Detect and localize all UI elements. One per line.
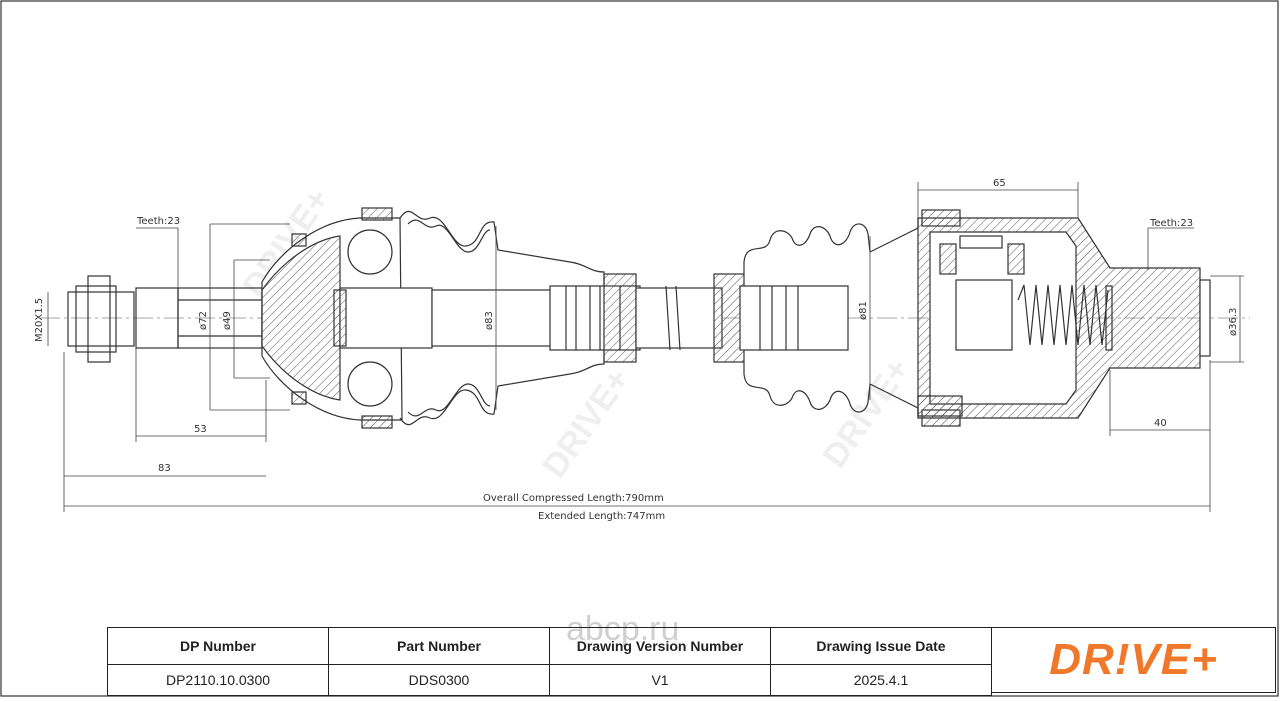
brand-logo-box: DR!VE+ [992, 627, 1276, 693]
value-version: V1 [549, 664, 771, 696]
brand-logo: DR!VE+ [1049, 635, 1218, 684]
dim-53-label: 53 [194, 424, 207, 435]
teeth-left-label: Teeth:23 [136, 216, 180, 227]
outer-cv-joint [261, 207, 433, 429]
dia-81-label: ø81 [858, 301, 869, 320]
value-dp-number: DP2110.10.0300 [107, 664, 329, 696]
overall-length-label: Overall Compressed Length:790mm [483, 493, 664, 504]
title-block-value-row: DP2110.10.0300 DDS0300 V1 2025.4.1 [107, 664, 992, 696]
dim-83-label: 83 [158, 463, 171, 474]
inner-boot [743, 218, 919, 418]
middle-shaft [431, 273, 849, 363]
header-dp-number: DP Number [107, 627, 329, 665]
dia-36-label: ø36.3 [1228, 308, 1239, 336]
title-block: DP Number Part Number Drawing Version Nu… [107, 627, 992, 696]
dimension-lines [47, 182, 1244, 512]
header-part-number: Part Number [328, 627, 550, 665]
dim-65-label: 65 [993, 178, 1006, 189]
thread-label: M20X1.5 [34, 298, 45, 342]
teeth-right-label: Teeth:23 [1149, 218, 1193, 229]
value-part-number: DDS0300 [328, 664, 550, 696]
outer-boot [399, 210, 605, 426]
value-issue-date: 2025.4.1 [770, 664, 992, 696]
title-block-header-row: DP Number Part Number Drawing Version Nu… [107, 627, 992, 665]
dia-83-label: ø83 [484, 311, 495, 330]
extended-length-label: Extended Length:747mm [538, 511, 665, 522]
dia-72-label: ø72 [198, 311, 209, 330]
dia-49-label: ø49 [222, 311, 233, 330]
inner-cv-joint [917, 209, 1211, 427]
svg-text:DRIVE+: DRIVE+ [815, 351, 917, 474]
header-version: Drawing Version Number [549, 627, 771, 665]
svg-text:DRIVE+: DRIVE+ [535, 361, 637, 484]
dim-40-label: 40 [1154, 418, 1167, 429]
header-issue-date: Drawing Issue Date [770, 627, 992, 665]
